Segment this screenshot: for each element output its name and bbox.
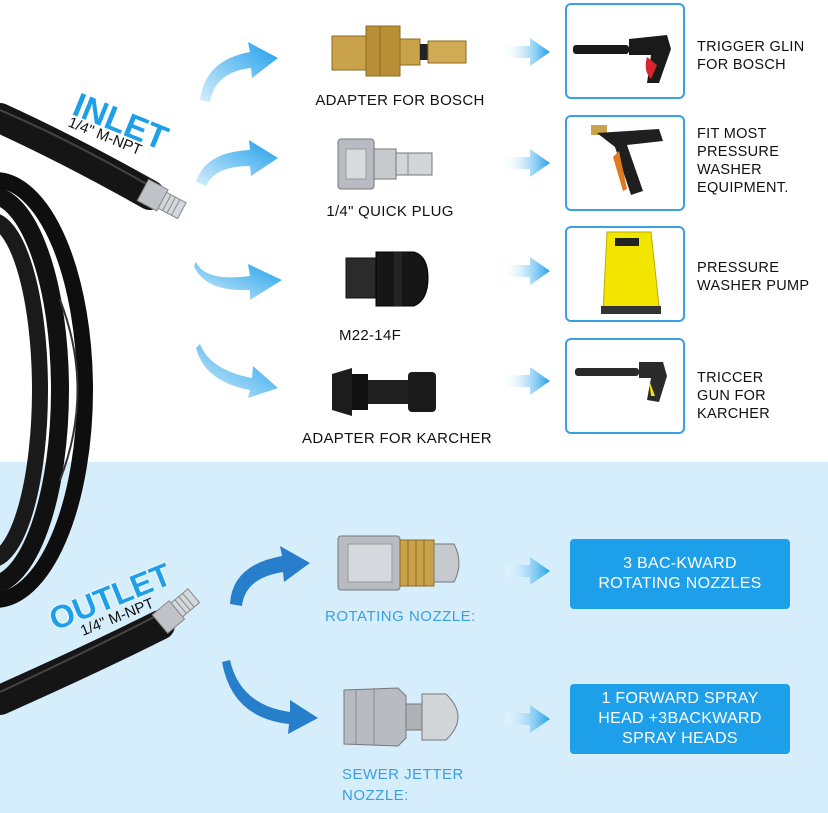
nozzle-label: ROTATING NOZZLE: [325, 608, 476, 625]
pressure-gun-box [565, 115, 685, 211]
spray-gun-icon [575, 362, 667, 402]
nozzle-label: SEWER JETTER NOZZLE: [342, 766, 464, 804]
bosch-adapter-image [331, 25, 467, 77]
adapter-label: 1/4" QUICK PLUG [326, 203, 454, 220]
pump-icon [601, 231, 661, 314]
karcher-adapter-image [332, 368, 436, 416]
trigger-gun-karcher-box [565, 338, 685, 434]
adapter-label: ADAPTER FOR KARCHER [302, 430, 492, 447]
pressure-washer-pump-box [565, 226, 685, 322]
nozzle-description-pill: 3 BAC-KWARD ROTATING NOZZLES [570, 539, 790, 609]
adapter-label: M22-14F [338, 327, 402, 344]
target-description: PRESSURE WASHER PUMP [697, 260, 810, 294]
rotating-nozzle-image [337, 535, 460, 591]
adapter-label: ADAPTER FOR BOSCH [315, 92, 485, 109]
quick-plug-image [337, 138, 433, 190]
spray-gun-icon [591, 125, 663, 195]
target-description: TRICCER GUN FOR KARCHER [697, 370, 770, 422]
spray-gun-icon [573, 35, 671, 83]
target-description: TRIGGER GLIN FOR BOSCH [697, 39, 805, 73]
m22-fitting-image [345, 251, 429, 307]
trigger-gun-bosch-box [565, 3, 685, 99]
nozzle-description-pill: 1 FORWARD SPRAY HEAD +3BACKWARD SPRAY HE… [570, 684, 790, 754]
target-description: FIT MOST PRESSURE WASHER EQUIPMENT. [697, 126, 789, 196]
sewer-jetter-nozzle-image [343, 687, 459, 747]
